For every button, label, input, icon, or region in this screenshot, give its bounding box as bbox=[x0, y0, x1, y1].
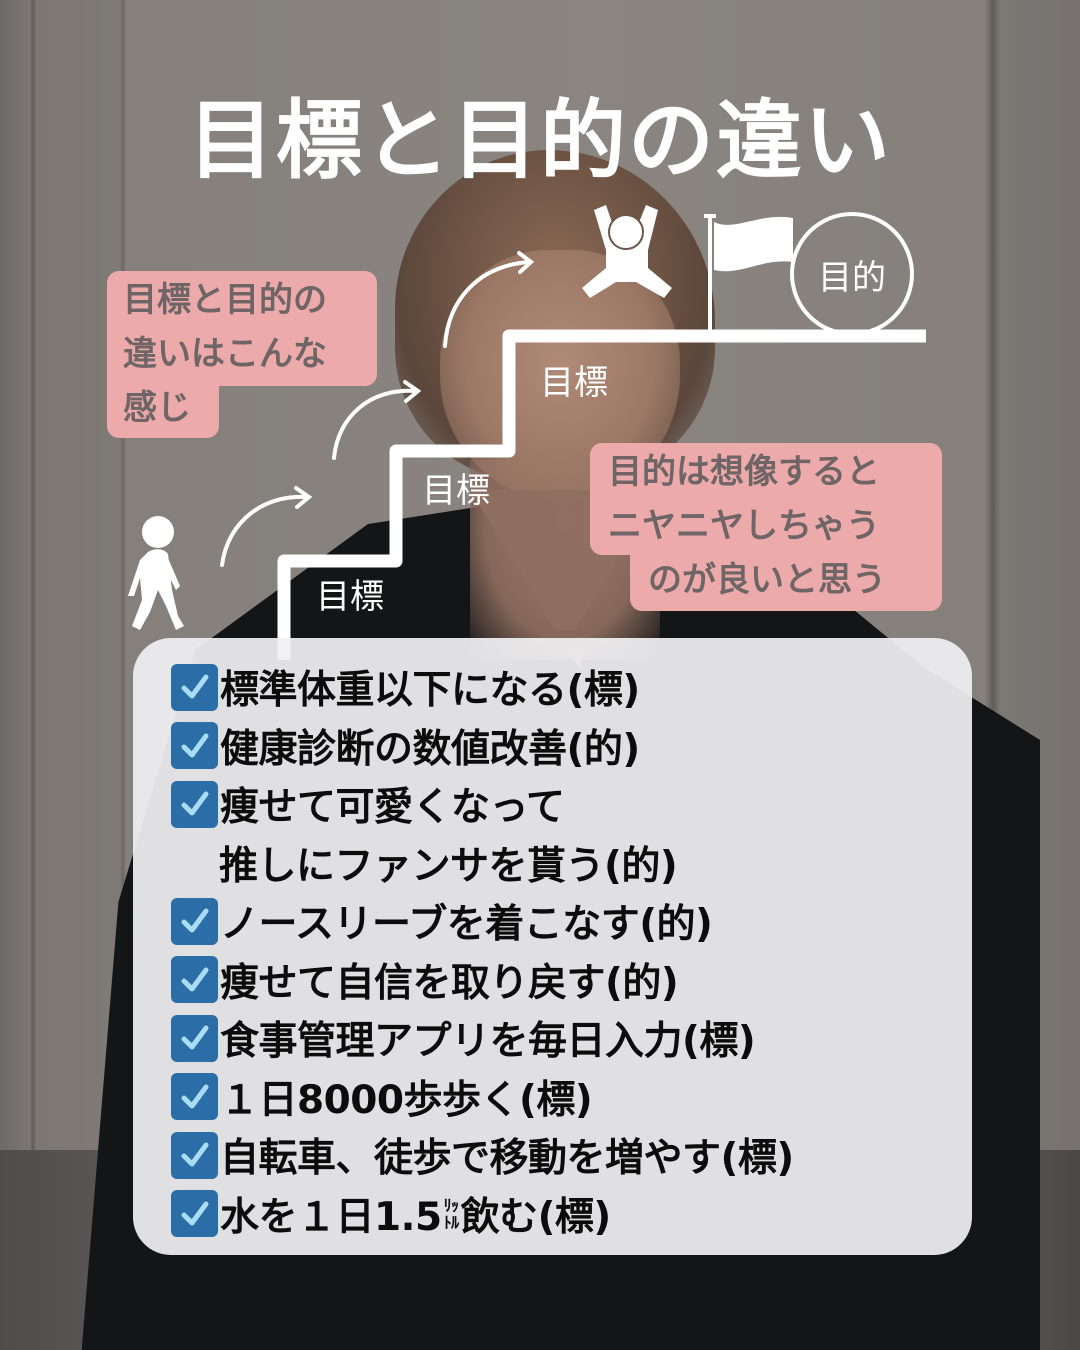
checklist-item[interactable]: 食事管理アプリを毎日入力(標) bbox=[171, 1009, 972, 1068]
checklist-item[interactable]: 痩せて自信を取り戻す(的) bbox=[171, 951, 972, 1010]
checklist-item-text: 痩せて可愛くなって bbox=[220, 785, 565, 831]
checklist-item-text: 健康診断の数値改善(的) bbox=[220, 726, 640, 772]
callout-right-line-1: 目的は想像すると bbox=[608, 452, 880, 492]
callout-left-line-3: 感じ bbox=[123, 388, 191, 428]
checkbox-checked-icon[interactable] bbox=[171, 956, 218, 1004]
callout-right-line-2: ニヤニヤしちゃう bbox=[608, 506, 880, 546]
checklist-item-text: 標準体重以下になる(標) bbox=[220, 668, 640, 714]
checklist-item[interactable]: ノースリーブを着こなす(的) bbox=[171, 892, 972, 951]
callout-left-line-2: 違いはこんな bbox=[123, 334, 327, 374]
callout-right-line-3: のが良いと思う bbox=[648, 560, 886, 600]
checklist-item[interactable]: 水を１日1.5 ﾘｯ ﾄﾙ 飲む(標) bbox=[171, 1185, 972, 1244]
checklist-item[interactable]: 痩せて可愛くなって bbox=[171, 775, 972, 834]
checkbox-checked-icon[interactable] bbox=[171, 897, 218, 945]
checkbox-checked-icon[interactable] bbox=[171, 1014, 218, 1062]
checklist-panel: 標準体重以下になる(標) 健康診断の数値改善(的) 痩せて可愛くなって 推しにフ… bbox=[133, 638, 972, 1255]
checklist-item[interactable]: １日8000歩歩く(標) bbox=[171, 1068, 972, 1127]
callout-left-line-1: 目標と目的の bbox=[123, 280, 327, 320]
checklist-item-text: 自転車、徒歩で移動を増やす(標) bbox=[220, 1136, 794, 1182]
checklist-item[interactable]: 健康診断の数値改善(的) bbox=[171, 717, 972, 776]
checkbox-checked-icon[interactable] bbox=[171, 780, 218, 828]
page-title: 目標と目的の違い bbox=[188, 91, 892, 191]
checklist-item-text: 水を１日1.5 bbox=[220, 1194, 442, 1240]
liter-unit: ﾘｯ ﾄﾙ bbox=[443, 1195, 460, 1232]
checklist-item-text: ノースリーブを着こなす(的) bbox=[220, 902, 713, 948]
callout-left: 目標と目的の 違いはこんな 感じ bbox=[107, 271, 377, 438]
checkbox-checked-icon[interactable] bbox=[171, 1073, 218, 1121]
checklist-item-text: 痩せて自信を取り戻す(的) bbox=[220, 960, 679, 1006]
checklist-item[interactable]: 自転車、徒歩で移動を増やす(標) bbox=[171, 1126, 972, 1185]
checklist-item-text: １日8000歩歩く(標) bbox=[220, 1077, 593, 1123]
checklist-item-text: 推しにファンサを貰う(的) bbox=[219, 843, 678, 889]
checkbox-checked-icon[interactable] bbox=[171, 722, 218, 770]
checkbox-checked-icon[interactable] bbox=[171, 663, 218, 711]
checklist-item-text: 食事管理アプリを毎日入力(標) bbox=[220, 1019, 756, 1065]
checkbox-checked-icon[interactable] bbox=[171, 1131, 218, 1179]
checklist-item-continuation: 推しにファンサを貰う(的) bbox=[171, 834, 972, 893]
checklist-item[interactable]: 標準体重以下になる(標) bbox=[171, 658, 972, 717]
checkbox-checked-icon[interactable] bbox=[171, 1190, 218, 1238]
checklist-item-text: 飲む(標) bbox=[460, 1194, 612, 1240]
callout-right: 目的は想像すると ニヤニヤしちゃう のが良いと思う bbox=[590, 443, 942, 611]
